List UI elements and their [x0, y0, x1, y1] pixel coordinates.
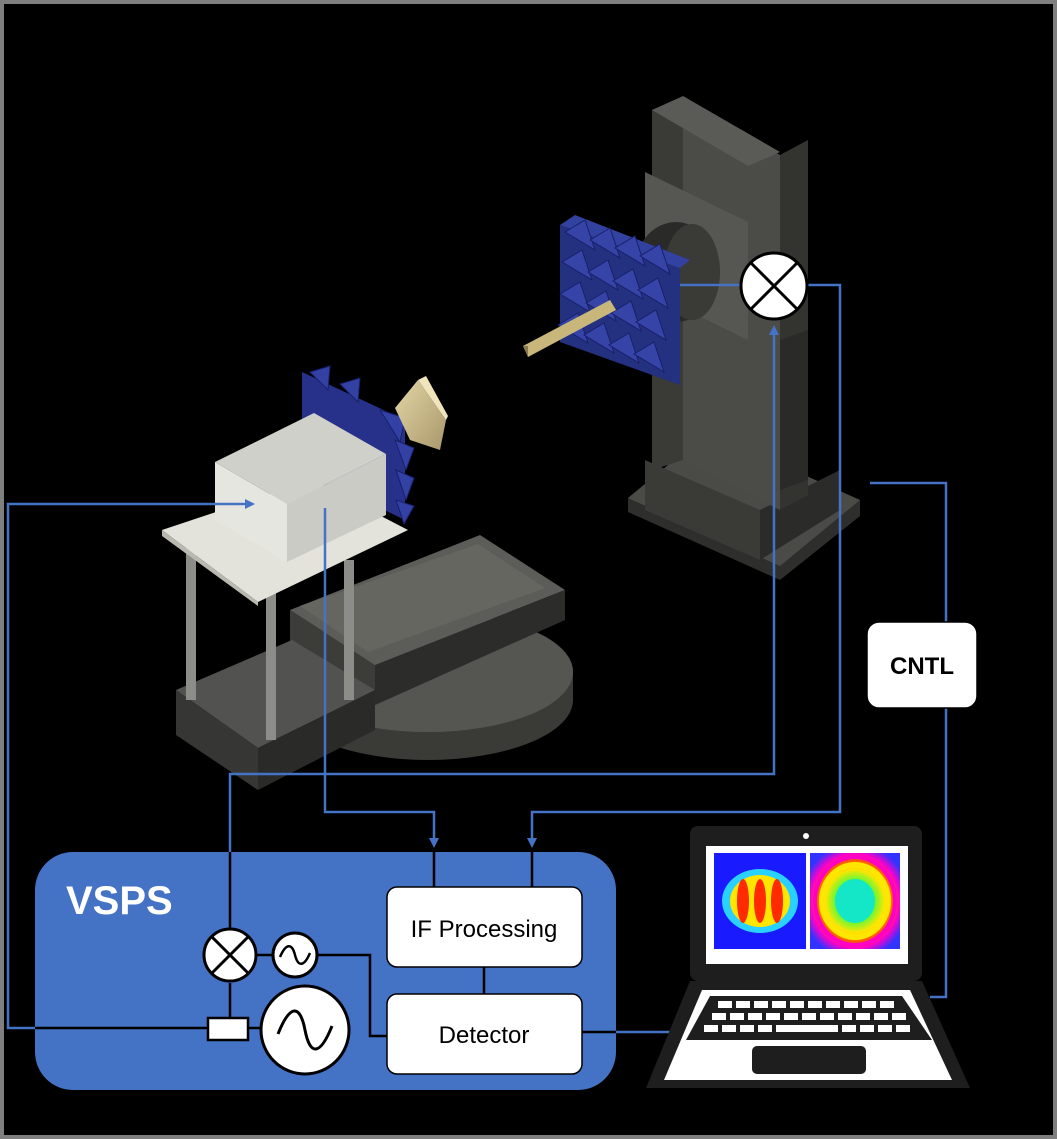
cntl-tower-line [870, 481, 948, 622]
detector-label: Detector [439, 1022, 530, 1049]
cntl-label: CNTL [890, 653, 954, 680]
source-oscillator-icon [259, 984, 351, 1076]
nearfield-amplitude-plot [714, 853, 806, 949]
probe-absorber [557, 215, 690, 385]
local-oscillator-icon [271, 931, 319, 979]
vsps-internal-lines [35, 852, 616, 1038]
horn-antenna [395, 376, 448, 450]
aut-module [215, 413, 386, 562]
if-processing-label: IF Processing [411, 916, 558, 943]
if-processing-box [386, 886, 583, 968]
detector-box [386, 993, 583, 1075]
vsps-label: VSPS [66, 879, 173, 923]
laptop-icon [646, 826, 970, 1088]
support-posts [186, 548, 354, 740]
cntl-box [866, 621, 978, 709]
cntl-laptop-line [930, 708, 948, 999]
mixer-icon [739, 251, 809, 321]
aut-if-line [323, 508, 439, 848]
probe-waveguide [523, 300, 616, 357]
mixer-icon [202, 927, 258, 983]
probe-if-line [527, 283, 842, 848]
nearfield-phase-plot [810, 853, 900, 949]
coupler-icon [206, 1016, 250, 1042]
